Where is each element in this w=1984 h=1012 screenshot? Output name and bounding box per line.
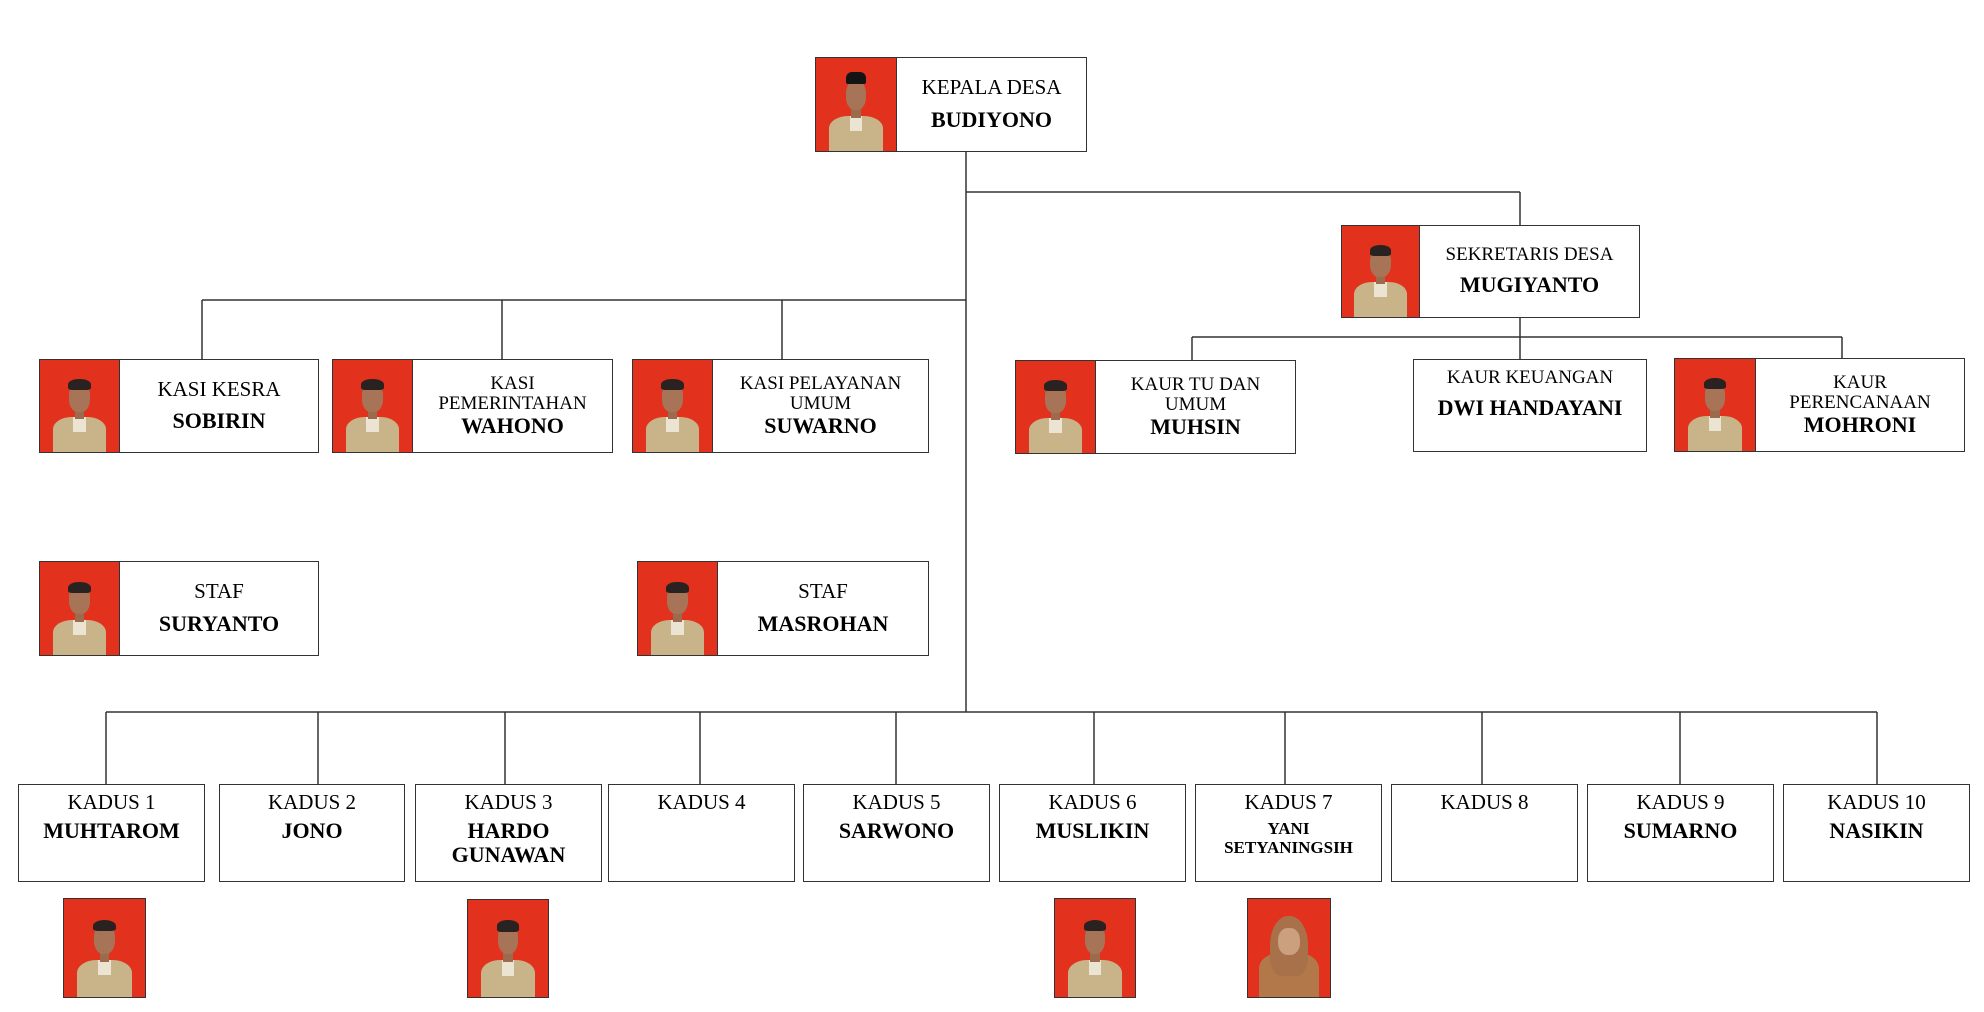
- node-kasi-kesra: KASI KESRA SOBIRIN: [39, 359, 319, 453]
- portrait-photo: [40, 562, 120, 655]
- node-title: KAUR KEUANGAN: [1446, 367, 1614, 388]
- portrait-photo-kadus-6: [1054, 898, 1136, 998]
- node-name: SUWARNO: [764, 412, 877, 438]
- node-title: KADUS 2: [267, 790, 357, 814]
- portrait-photo: [1016, 361, 1096, 453]
- node-title: KADUS 1: [67, 790, 156, 814]
- node-name: YANI SETYANINGSIH: [1224, 818, 1353, 857]
- node-kadus-7: KADUS 7 YANI SETYANINGSIH: [1195, 784, 1382, 882]
- portrait-photo: [1342, 226, 1420, 317]
- node-name: SOBIRIN: [172, 408, 266, 434]
- node-name: NASIKIN: [1829, 817, 1924, 843]
- node-kadus-6: KADUS 6 MUSLIKIN: [999, 784, 1186, 882]
- node-title: KADUS 3: [464, 790, 553, 814]
- node-staf-suryanto: STAF SURYANTO: [39, 561, 319, 656]
- node-name: DWI HANDAYANI: [1437, 394, 1623, 420]
- node-name: MASROHAN: [757, 610, 889, 636]
- node-title: KAUR PERENCANAAN: [1789, 371, 1931, 413]
- node-kadus-2: KADUS 2 JONO: [219, 784, 405, 882]
- node-kadus-5: KADUS 5 SARWONO: [803, 784, 990, 882]
- node-name: SARWONO: [838, 817, 955, 843]
- portrait-photo: [333, 360, 413, 452]
- node-title: STAF: [194, 579, 244, 604]
- node-name: HARDO GUNAWAN: [451, 817, 566, 868]
- node-name: MUHTAROM: [43, 817, 180, 843]
- portrait-photo: [633, 360, 713, 452]
- node-kadus-10: KADUS 10 NASIKIN: [1783, 784, 1970, 882]
- node-title: KADUS 8: [1440, 790, 1529, 814]
- portrait-photo: [1675, 359, 1756, 451]
- node-name: MUSLIKIN: [1035, 817, 1150, 843]
- node-sekretaris-desa: SEKRETARIS DESA MUGIYANTO: [1341, 225, 1640, 318]
- portrait-photo: [638, 562, 718, 655]
- node-name: SURYANTO: [158, 610, 280, 636]
- node-kadus-8: KADUS 8: [1391, 784, 1578, 882]
- node-title: KADUS 7: [1244, 790, 1333, 814]
- node-title: KASI KESRA: [157, 376, 281, 401]
- node-kasi-pemerintahan: KASI PEMERINTAHAN WAHONO: [332, 359, 613, 453]
- node-kepala-desa: KEPALA DESA BUDIYONO: [815, 57, 1087, 152]
- node-kadus-9: KADUS 9 SUMARNO: [1587, 784, 1774, 882]
- node-title: KADUS 5: [852, 790, 941, 814]
- node-title: STAF: [798, 579, 848, 604]
- node-title: KADUS 9: [1636, 790, 1725, 814]
- node-name: BUDIYONO: [930, 106, 1052, 132]
- node-title: KEPALA DESA: [921, 75, 1062, 100]
- node-title: KASI PEMERINTAHAN: [438, 372, 587, 414]
- node-name: MUHSIN: [1150, 413, 1241, 439]
- node-kadus-3: KADUS 3 HARDO GUNAWAN: [415, 784, 602, 882]
- portrait-photo: [816, 58, 897, 151]
- node-name: WAHONO: [461, 412, 564, 438]
- portrait-photo-kadus-1: [63, 898, 146, 998]
- node-title: KASI PELAYANAN UMUM: [739, 372, 902, 414]
- portrait-photo-kadus-7: [1247, 898, 1331, 998]
- node-kasi-pelayanan-umum: KASI PELAYANAN UMUM SUWARNO: [632, 359, 929, 453]
- node-kadus-1: KADUS 1 MUHTAROM: [18, 784, 205, 882]
- node-title: KADUS 6: [1048, 790, 1137, 814]
- node-kadus-4: KADUS 4: [608, 784, 795, 882]
- node-title: KAUR TU DAN UMUM: [1130, 373, 1261, 415]
- node-name: JONO: [281, 817, 343, 843]
- node-title: SEKRETARIS DESA: [1445, 244, 1614, 266]
- portrait-photo-kadus-3: [467, 899, 549, 998]
- portrait-photo: [40, 360, 120, 452]
- node-title: KADUS 10: [1827, 790, 1926, 814]
- node-name: MUGIYANTO: [1459, 272, 1600, 298]
- node-title: KADUS 4: [657, 790, 746, 814]
- node-kaur-tu-dan-umum: KAUR TU DAN UMUM MUHSIN: [1015, 360, 1296, 454]
- node-name: MOHRONI: [1803, 411, 1917, 437]
- node-name: SUMARNO: [1623, 817, 1738, 843]
- node-kaur-perencanaan: KAUR PERENCANAAN MOHRONI: [1674, 358, 1965, 452]
- node-staf-masrohan: STAF MASROHAN: [637, 561, 929, 656]
- node-kaur-keuangan: KAUR KEUANGAN DWI HANDAYANI: [1413, 359, 1647, 452]
